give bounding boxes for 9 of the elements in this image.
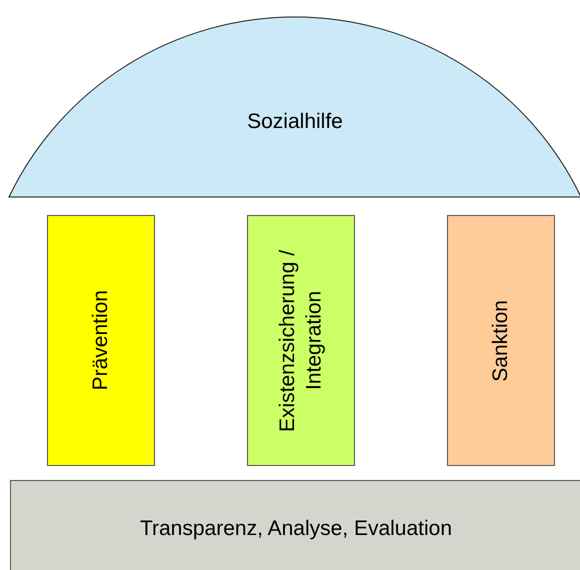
base-box [10, 480, 580, 570]
pillar-box [247, 215, 355, 466]
dome-label: Sozialhilfe [246, 110, 344, 134]
pillar-box [447, 215, 555, 466]
base-label: Transparenz, Analyse, Evaluation [138, 517, 454, 541]
pillar-label: Existenzsicherung / Integration [274, 248, 326, 434]
pillar-label: Prävention [88, 290, 113, 391]
pillar-box [47, 215, 155, 466]
pillar-label: Sanktion [488, 300, 513, 382]
